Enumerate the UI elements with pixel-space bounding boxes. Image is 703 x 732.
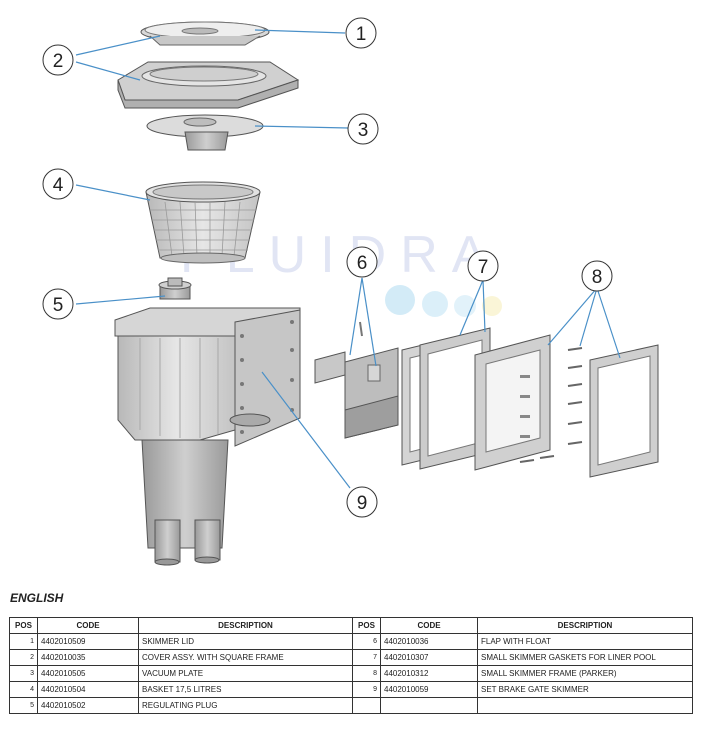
skimmer-lid-part [140,21,270,46]
svg-text:9: 9 [357,493,368,514]
table-row: 5 4402010502 REGULATING PLUG [9,697,693,714]
gaskets-part [401,327,491,470]
vacuum-plate-part [146,114,264,151]
code-cell: 4402010036 [380,633,478,650]
code-cell: 4402010509 [37,633,139,650]
column-header-pos: POS [9,617,38,634]
svg-text:4: 4 [53,175,64,196]
pos-cell: 8 [352,665,381,682]
basket-part [145,181,261,264]
parts-table: POS CODE DESCRIPTION POS CODE DESCRIPTIO… [9,617,693,714]
description-cell: BASKET 17,5 LITRES [138,681,353,698]
table-header-row: POS CODE DESCRIPTION POS CODE DESCRIPTIO… [9,617,693,634]
column-header-code: CODE [380,617,478,634]
svg-text:6: 6 [357,253,368,274]
pos-cell: 9 [352,681,381,698]
column-header-code: CODE [37,617,139,634]
description-cell [477,697,693,714]
callout-9: 9 [346,486,378,518]
table-row: 3 4402010505 VACUUM PLATE 8 4402010312 S… [9,665,693,682]
exploded-view-diagram: FLUIDRA [42,17,659,566]
description-cell: SKIMMER LID [138,633,353,650]
skimmer-body [114,307,301,566]
svg-text:7: 7 [478,257,489,278]
callout-2: 2 [42,44,74,76]
column-header-pos: POS [352,617,381,634]
description-cell: SMALL SKIMMER FRAME (PARKER) [477,665,693,682]
description-cell: REGULATING PLUG [138,697,353,714]
regulating-plug-part [158,277,192,300]
pos-cell: 3 [9,665,38,682]
description-cell: SMALL SKIMMER GASKETS FOR LINER POOL [477,649,693,666]
table-row: 1 4402010509 SKIMMER LID 6 4402010036 FL… [9,633,693,650]
callout-5: 5 [42,288,74,320]
cover-frame-part [117,61,300,109]
code-cell: 4402010505 [37,665,139,682]
code-cell: 4402010059 [380,681,478,698]
code-cell: 4402010502 [37,697,139,714]
description-cell: COVER ASSY. WITH SQUARE FRAME [138,649,353,666]
code-cell: 4402010504 [37,681,139,698]
code-cell [380,697,478,714]
code-cell: 4402010307 [380,649,478,666]
description-cell: VACUUM PLATE [138,665,353,682]
frame-part [474,334,659,478]
callout-3: 3 [347,113,379,145]
section-title: ENGLISH [10,591,64,605]
pos-cell: 4 [9,681,38,698]
pos-cell: 7 [352,649,381,666]
svg-text:3: 3 [358,120,369,141]
callout-8: 8 [581,260,613,292]
flap-part [314,321,399,439]
pos-cell: 6 [352,633,381,650]
description-cell: FLAP WITH FLOAT [477,633,693,650]
svg-text:5: 5 [53,295,64,316]
watermark-dots [385,285,502,317]
pos-cell [352,697,381,714]
svg-text:1: 1 [356,24,367,45]
leader-lines [75,29,621,489]
code-cell: 4402010312 [380,665,478,682]
callout-7: 7 [467,250,499,282]
code-cell: 4402010035 [37,649,139,666]
column-header-description: DESCRIPTION [138,617,353,634]
callout-1: 1 [345,17,377,49]
callout-4: 4 [42,168,74,200]
callout-6: 6 [346,246,378,278]
pos-cell: 5 [9,697,38,714]
pos-cell: 2 [9,649,38,666]
table-row: 2 4402010035 COVER ASSY. WITH SQUARE FRA… [9,649,693,666]
svg-text:2: 2 [53,51,64,72]
pos-cell: 1 [9,633,38,650]
description-cell: SET BRAKE GATE SKIMMER [477,681,693,698]
table-row: 4 4402010504 BASKET 17,5 LITRES 9 440201… [9,681,693,698]
svg-text:8: 8 [592,267,603,288]
column-header-description: DESCRIPTION [477,617,693,634]
